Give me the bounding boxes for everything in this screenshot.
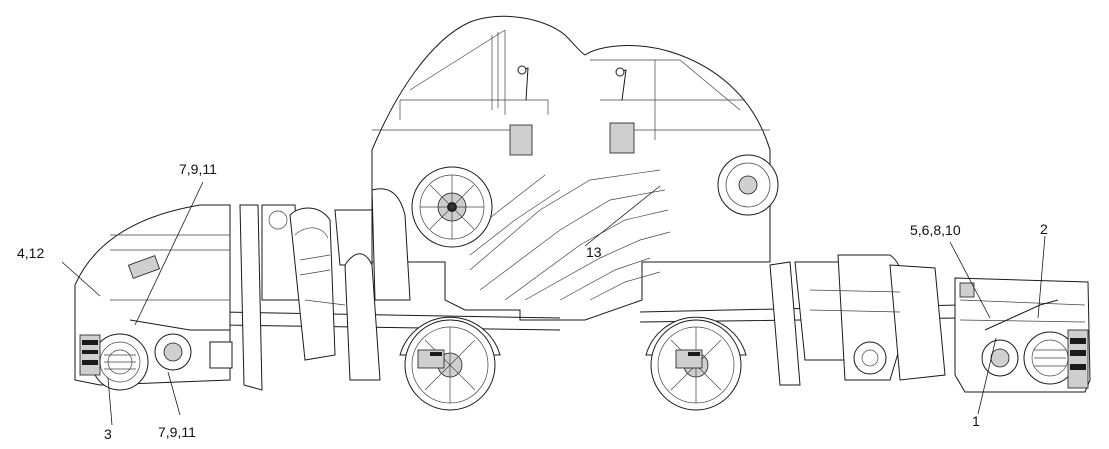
central-pulley: [411, 166, 493, 248]
callout-right-top: 2: [1040, 221, 1048, 237]
callout-right-group: 5,6,8,10: [910, 222, 961, 238]
callout-bottom-left-group: 7,9,11: [158, 424, 196, 440]
right-wheel: [645, 316, 747, 411]
callout-left: 4,12: [17, 245, 44, 261]
leader-lines: [61, 181, 1046, 426]
left-machine-section: [74, 204, 233, 391]
callout-bottom-left-num: 3: [104, 426, 112, 442]
right-panels: [769, 254, 946, 386]
right-cab-pulley: [717, 154, 779, 216]
callout-center: 13: [586, 244, 602, 260]
left-wheel: [399, 316, 501, 411]
frame-rails: [221, 304, 961, 331]
cab-silhouette: [371, 15, 771, 321]
callout-right-bottom: 1: [972, 413, 980, 429]
callout-top-left: 7,9,11: [179, 161, 217, 177]
right-machine-section: [954, 277, 1091, 393]
left-panels: [239, 188, 411, 391]
